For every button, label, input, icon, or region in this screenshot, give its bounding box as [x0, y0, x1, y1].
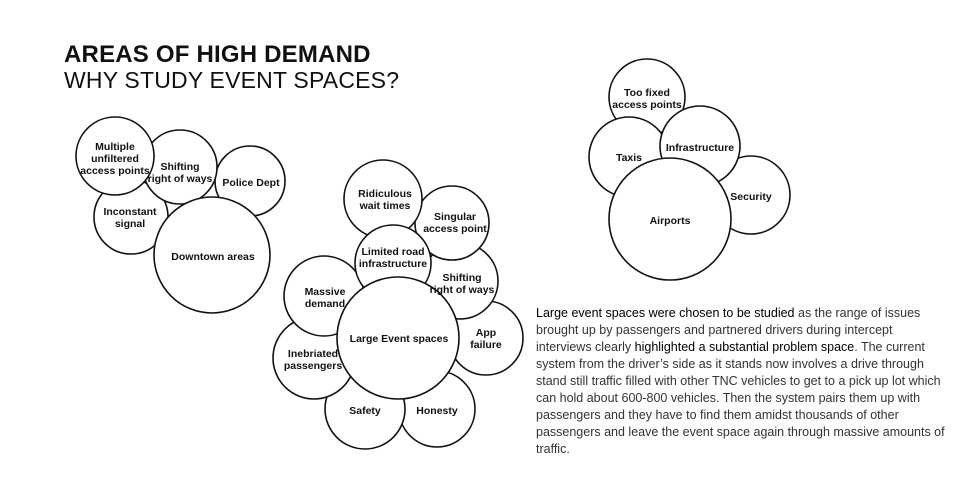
bubble-airports	[608, 157, 732, 281]
label-line: wait times	[359, 200, 411, 212]
label-line: right of ways	[148, 173, 213, 185]
label-large-event-spaces: Large Event spaces	[350, 333, 449, 345]
page-title: AREAS OF HIGH DEMAND	[64, 41, 371, 68]
label-line: Inconstant	[103, 206, 157, 218]
label-line: passengers	[284, 360, 343, 372]
label-line: Massive	[305, 286, 346, 298]
label-taxis: Taxis	[616, 152, 642, 164]
paragraph-lead: Large event spaces were chosen to be stu…	[536, 306, 795, 320]
label-line: Inebriated	[288, 348, 338, 360]
label-line: Taxis	[616, 152, 642, 164]
label-police-dept: Police Dept	[222, 177, 280, 189]
label-line: demand	[305, 298, 345, 310]
paragraph-highlight: highlighted a substantial problem space	[634, 340, 855, 354]
label-line: signal	[115, 218, 145, 230]
label-line: failure	[470, 339, 502, 351]
label-line: Limited road	[361, 246, 424, 258]
label-line: Police Dept	[222, 177, 280, 189]
label-safety: Safety	[349, 405, 381, 417]
label-line: Too fixed	[624, 87, 670, 99]
label-line: Ridiculous	[358, 188, 412, 200]
label-line: Shifting	[442, 272, 481, 284]
label-line: App	[476, 327, 496, 339]
label-line: Infrastructure	[666, 142, 734, 154]
label-line: Safety	[349, 405, 381, 417]
label-line: Large Event spaces	[350, 333, 449, 345]
bubble-large-event-spaces	[336, 276, 460, 400]
bubble-downtown-areas	[153, 196, 271, 314]
label-downtown-areas: Downtown areas	[171, 251, 255, 263]
bubble-singular-access-point	[414, 185, 490, 261]
page-subtitle: WHY STUDY EVENT SPACES?	[64, 67, 400, 93]
bubble-multiple-access-points	[75, 116, 155, 196]
paragraph-part2: . The current system from the driver’s s…	[536, 340, 945, 456]
paragraph-part1: as the range of issues brought up by pas…	[536, 306, 921, 354]
label-line: infrastructure	[359, 258, 427, 270]
label-line: unfiltered	[91, 153, 139, 165]
label-line: access point	[423, 223, 487, 235]
label-line: Airports	[650, 215, 691, 227]
label-honesty: Honesty	[416, 405, 458, 417]
label-line: Singular	[434, 211, 476, 223]
label-line: Shifting	[160, 161, 199, 173]
label-line: right of ways	[430, 284, 495, 296]
label-line: access points	[80, 165, 150, 177]
label-line: Security	[730, 191, 772, 203]
label-airports: Airports	[650, 215, 691, 227]
label-line: Multiple	[95, 141, 135, 153]
label-line: access points	[612, 99, 682, 111]
label-line: Honesty	[416, 405, 458, 417]
label-security: Security	[730, 191, 772, 203]
label-infrastructure: Infrastructure	[666, 142, 734, 154]
description-paragraph: Large event spaces were chosen to be stu…	[536, 305, 950, 458]
label-line: Downtown areas	[171, 251, 255, 263]
